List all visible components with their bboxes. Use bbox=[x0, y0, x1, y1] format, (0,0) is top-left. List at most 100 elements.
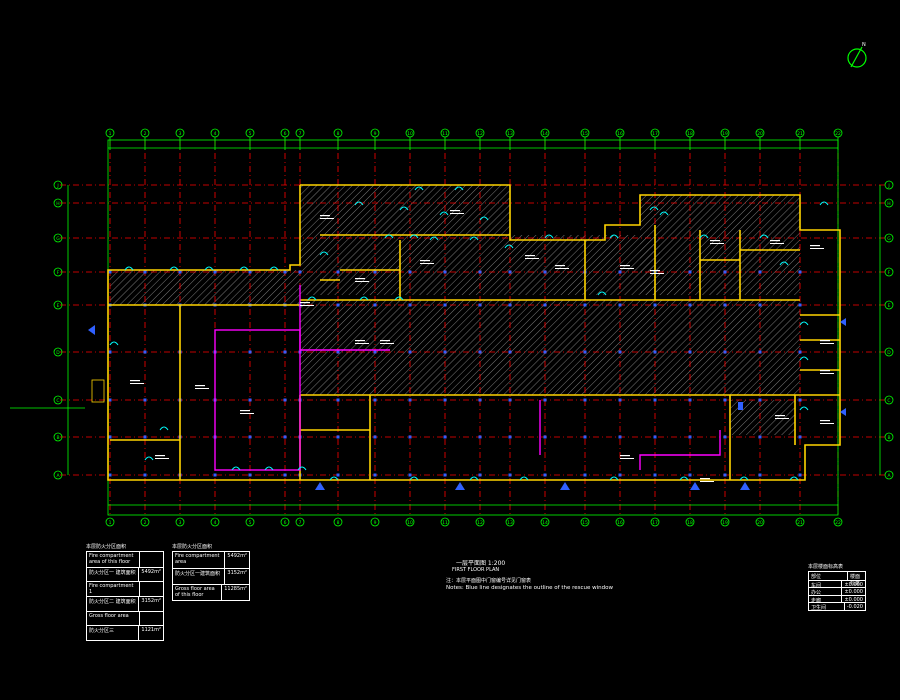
column-marker bbox=[108, 435, 112, 439]
column-marker bbox=[408, 303, 412, 307]
axis-label: 18 bbox=[687, 131, 693, 137]
axis-label: C bbox=[56, 398, 59, 404]
column-marker bbox=[108, 350, 112, 354]
column-marker bbox=[653, 435, 657, 439]
axis-bubble bbox=[884, 300, 894, 310]
door-icon bbox=[159, 426, 169, 431]
axis-bubble bbox=[105, 517, 115, 527]
column-marker bbox=[408, 350, 412, 354]
column-marker bbox=[373, 350, 377, 354]
axis-bubble bbox=[884, 470, 894, 480]
axis-label: 9 bbox=[374, 131, 377, 137]
table-cell: Gross floor area of this floor bbox=[173, 585, 223, 600]
axis-label: 18 bbox=[687, 520, 693, 526]
column-marker bbox=[543, 398, 547, 402]
column-marker bbox=[653, 398, 657, 402]
note-en: Notes: Blue line designates the outline … bbox=[446, 585, 614, 591]
axis-label: E bbox=[57, 303, 60, 309]
axis-bubble bbox=[405, 517, 415, 527]
axis-label: 20 bbox=[757, 520, 763, 526]
axis-bubble bbox=[795, 517, 805, 527]
room-label-mark bbox=[195, 385, 205, 387]
column-marker bbox=[798, 350, 802, 354]
table-cell: 11285m² bbox=[224, 586, 247, 592]
table-cell: 防火分区一 建筑面积 bbox=[87, 567, 140, 582]
axis-label: 6 bbox=[284, 520, 287, 526]
table-row: Fire compartment 1 bbox=[87, 581, 163, 596]
column-marker bbox=[653, 473, 657, 477]
axis-label: 15 bbox=[582, 131, 588, 137]
column-marker bbox=[373, 473, 377, 477]
table-cell: 防火分区三 bbox=[87, 626, 140, 640]
axis-label: 7 bbox=[299, 131, 302, 137]
room-label-mark bbox=[355, 340, 365, 342]
column-marker bbox=[688, 350, 692, 354]
column-marker bbox=[798, 435, 802, 439]
axis-label: 13 bbox=[507, 520, 513, 526]
axis-label: 21 bbox=[797, 131, 803, 137]
axis-bubble bbox=[280, 517, 290, 527]
column-marker bbox=[798, 270, 802, 274]
axis-bubble bbox=[580, 517, 590, 527]
axis-label: 11 bbox=[442, 520, 448, 526]
axis-label: 3 bbox=[179, 520, 182, 526]
axis-bubble bbox=[685, 517, 695, 527]
axis-label: E bbox=[888, 303, 891, 309]
column-marker bbox=[443, 270, 447, 274]
axis-label: G bbox=[56, 236, 60, 242]
column-marker bbox=[653, 303, 657, 307]
axis-label: H bbox=[56, 201, 59, 207]
room-label-mark bbox=[355, 278, 365, 280]
axis-label: 22 bbox=[835, 131, 841, 137]
column-marker bbox=[508, 473, 512, 477]
note-cn: 注：本层平面图中门窗编号详见门窗表 bbox=[446, 578, 532, 584]
door-icon bbox=[409, 234, 419, 239]
entrance-marker bbox=[10, 379, 105, 409]
column-marker bbox=[688, 398, 692, 402]
door-icon bbox=[609, 234, 619, 239]
door-icon bbox=[264, 466, 274, 471]
table-row: 办公±0.000 bbox=[809, 587, 865, 596]
axis-bubble bbox=[440, 517, 450, 527]
door-icon bbox=[414, 186, 424, 191]
room-label-mark bbox=[450, 210, 460, 212]
room-label-mark bbox=[775, 418, 789, 419]
axis-bubble bbox=[505, 517, 515, 527]
axis-bubble bbox=[53, 233, 63, 243]
column-marker bbox=[248, 473, 252, 477]
door-icon bbox=[799, 356, 809, 361]
column-marker bbox=[248, 350, 252, 354]
column-marker bbox=[758, 350, 762, 354]
axis-label: 2 bbox=[144, 131, 147, 137]
table-cell: 办公 bbox=[809, 588, 843, 596]
column-marker bbox=[298, 270, 302, 274]
door-icon bbox=[779, 261, 789, 266]
column-marker bbox=[443, 303, 447, 307]
table-cell: 车间 bbox=[809, 580, 843, 589]
door-icon bbox=[819, 201, 829, 206]
door-icon bbox=[799, 321, 809, 326]
table-cell: 防火分区一建筑面积 bbox=[173, 569, 226, 584]
column-marker bbox=[143, 350, 147, 354]
axis-bubble bbox=[245, 517, 255, 527]
room-label-mark bbox=[320, 218, 334, 219]
column-marker bbox=[248, 270, 252, 274]
door-icon bbox=[454, 186, 464, 191]
axis-label: 21 bbox=[797, 520, 803, 526]
column-marker bbox=[543, 435, 547, 439]
table-cell: Fire compartment area bbox=[173, 552, 226, 568]
table-cell: 5492m² bbox=[141, 568, 161, 575]
column-marker bbox=[618, 435, 622, 439]
axis-label: 1 bbox=[109, 131, 112, 137]
column-marker bbox=[723, 303, 727, 307]
door-symbols bbox=[109, 186, 829, 481]
table-row: 卫生间-0.020 bbox=[809, 602, 865, 611]
axis-label: 17 bbox=[652, 520, 658, 526]
door-icon bbox=[204, 266, 214, 271]
room-label-mark bbox=[620, 265, 630, 267]
